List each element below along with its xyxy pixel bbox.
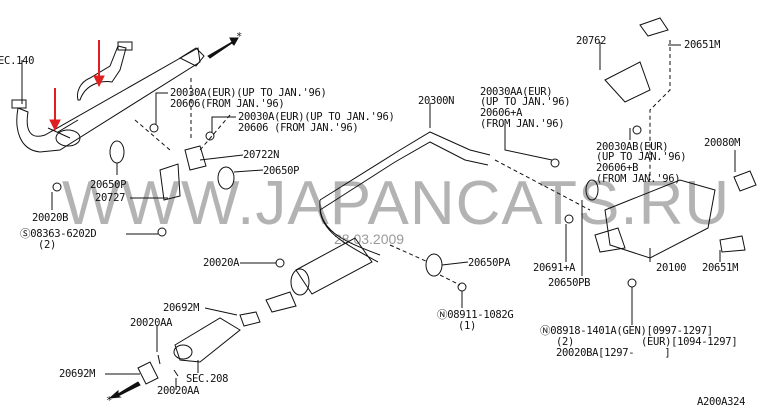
label-20300n: 20300N <box>418 95 455 107</box>
label-20030ab-date: (UP TO JAN.'96) <box>596 151 687 163</box>
catalyst-sec208 <box>137 311 261 385</box>
label-20606-2: 20606 (FROM JAN.'96) <box>238 122 359 134</box>
label-08918-qty: (2) <box>556 336 575 348</box>
label-08918-eur: (EUR)[1094-1297] <box>641 336 738 348</box>
label-20030aa-date: (UP TO JAN.'96) <box>480 96 571 108</box>
label-20030a-2: 20030A(EUR)(UP TO JAN.'96) <box>238 111 395 123</box>
label-20650pa: 20650PA <box>468 257 511 269</box>
drawing-code: A200A324 <box>697 396 746 408</box>
label-20606-1: 20606(FROM JAN.'96) <box>170 98 285 110</box>
rear-muffler <box>494 17 757 288</box>
leader-lines <box>21 42 736 390</box>
label-20606a-date: (FROM JAN.'96) <box>480 118 565 130</box>
label-20030aa: 20030AA(EUR) <box>480 86 553 98</box>
label-20020aa-bottom: 20020AA <box>157 385 200 397</box>
asterisk-top: * <box>236 31 243 43</box>
label-08911: Ⓝ08911-1082G <box>437 309 514 321</box>
label-20606a: 20606+A <box>480 107 523 119</box>
label-20100: 20100 <box>656 262 687 274</box>
label-sec140: SEC.140 <box>0 55 35 67</box>
direction-arrows <box>108 37 239 399</box>
front-pipe <box>11 41 205 153</box>
label-20606b-date: (FROM JAN.'96) <box>596 173 681 185</box>
label-20020b: 20020B <box>32 212 69 224</box>
label-20691a: 20691+A <box>533 262 576 274</box>
highlight-arrows <box>49 40 105 132</box>
label-08363-qty: (2) <box>38 239 57 251</box>
mounts-left <box>52 78 235 237</box>
label-20020ba: 20020BA[1297- ] <box>556 347 671 359</box>
watermark: WWW.JAPANCATS.RU <box>62 169 731 238</box>
label-sec208: SEC.208 <box>186 373 229 385</box>
asterisk-bottom: * <box>106 395 113 407</box>
label-20020a: 20020A <box>203 257 240 269</box>
label-20762: 20762 <box>576 35 607 47</box>
label-20651m-bottom: 20651M <box>702 262 739 274</box>
label-20650p-left: 20650P <box>90 179 127 191</box>
label-20020aa-top: 20020AA <box>130 317 173 329</box>
label-08911-qty: (1) <box>458 320 477 332</box>
label-20606b: 20606+B <box>596 162 639 174</box>
label-20692m-bottom: 20692M <box>59 368 96 380</box>
label-20692m-top: 20692M <box>163 302 200 314</box>
label-20650pb: 20650PB <box>548 277 591 289</box>
label-20650p-right: 20650P <box>263 165 300 177</box>
label-20722n: 20722N <box>243 149 280 161</box>
label-20727: 20727 <box>95 192 126 204</box>
label-20651m-top: 20651M <box>684 39 721 51</box>
label-20030ab: 20030AB(EUR) <box>596 141 669 153</box>
label-08363: Ⓢ08363-6202D <box>20 228 97 240</box>
label-20030a-1: 20030A(EUR)(UP TO JAN.'96) <box>170 87 327 99</box>
label-08918: Ⓝ08918-1401A(GEN)[0997-1297] <box>540 325 713 337</box>
center-pipe <box>265 131 491 313</box>
label-20080m: 20080M <box>704 137 741 149</box>
